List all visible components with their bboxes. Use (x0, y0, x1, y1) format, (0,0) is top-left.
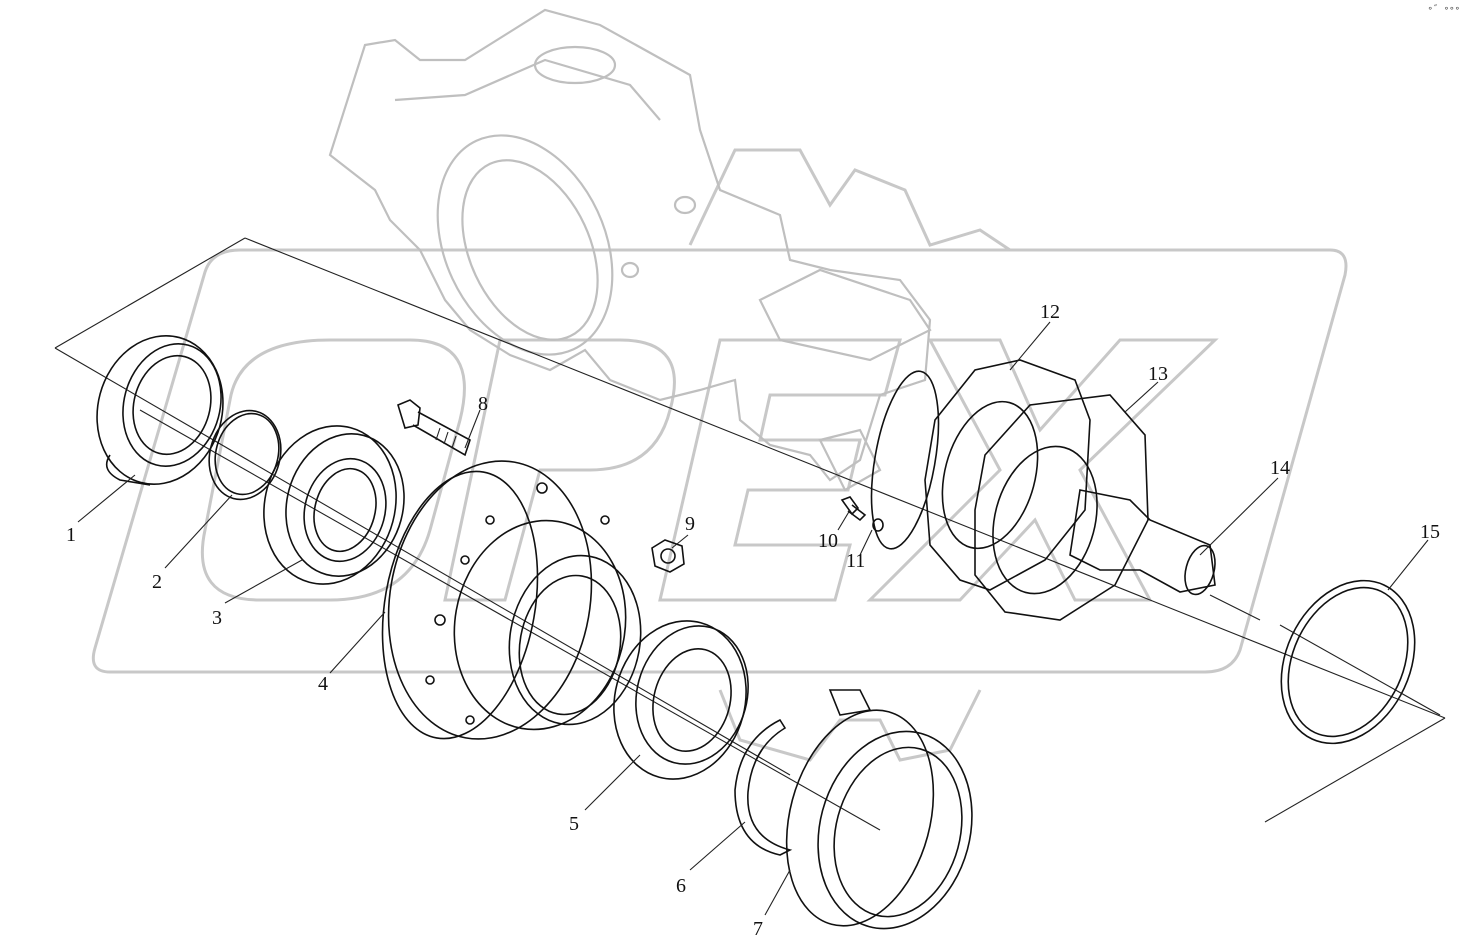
callout-labels: 1 2 3 4 5 6 7 8 9 10 11 12 13 14 15 (66, 301, 1440, 940)
callout-8: 8 (478, 393, 488, 415)
callout-10: 10 (818, 530, 838, 552)
callout-4: 4 (318, 673, 328, 695)
part-4-wheel-hub[interactable] (363, 445, 654, 755)
part-9-nut[interactable] (651, 539, 685, 573)
callout-6: 6 (676, 875, 686, 897)
part-1-seal[interactable] (81, 322, 240, 499)
callout-2: 2 (152, 571, 162, 593)
callout-9: 9 (685, 513, 695, 535)
corner-mark: ∘″ ∘∘∘ (1427, 4, 1460, 14)
callout-7: 7 (753, 918, 763, 940)
callout-1: 1 (66, 524, 76, 546)
callout-15: 15 (1420, 521, 1440, 543)
part-14-shaft[interactable] (1069, 489, 1220, 598)
callout-3: 3 (212, 607, 222, 629)
watermark-logo (91, 148, 1348, 762)
callout-13: 13 (1148, 363, 1168, 385)
part-10-bolt[interactable] (840, 496, 867, 522)
assembly-axis-lines (54, 237, 1446, 831)
callout-12: 12 (1040, 301, 1060, 323)
part-7-ring-gear[interactable] (764, 689, 993, 946)
part-11-washer[interactable] (872, 518, 884, 532)
part-15-ring[interactable] (1256, 559, 1440, 765)
part-13-flange[interactable] (974, 394, 1149, 621)
callout-11: 11 (846, 550, 865, 572)
part-8-bolt[interactable] (397, 399, 471, 457)
leader-lines (77, 321, 1429, 916)
axle-housing (328, 8, 932, 492)
callout-14: 14 (1270, 457, 1290, 479)
part-3-bearing[interactable] (247, 411, 420, 599)
callout-5: 5 (569, 813, 579, 835)
part-6-snap-ring[interactable] (734, 718, 793, 856)
part-12-gasket[interactable] (860, 359, 1091, 591)
part-2-ring[interactable] (200, 402, 291, 507)
part-5-bearing[interactable] (597, 606, 764, 794)
